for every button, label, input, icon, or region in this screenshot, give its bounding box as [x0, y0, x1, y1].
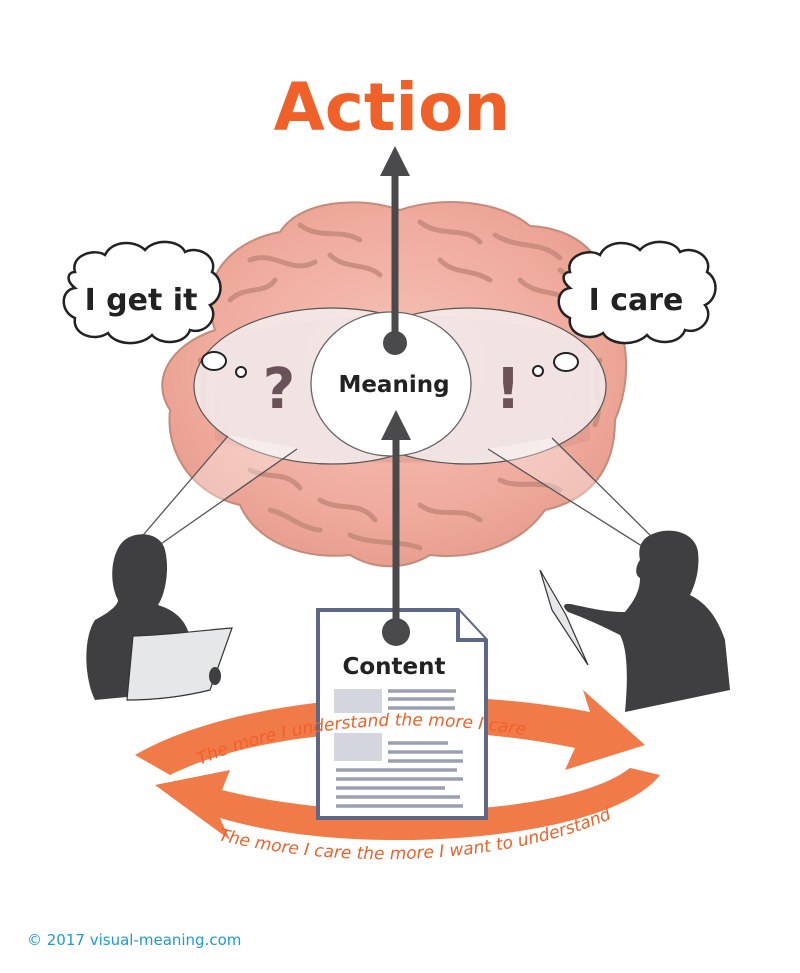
exclamation-mark-icon: ! [495, 357, 521, 422]
meaning-oval [310, 311, 472, 457]
thought-text-left: I get it [85, 283, 198, 318]
document-icon: Content [316, 605, 488, 820]
arrow-up-icon [380, 146, 410, 176]
thought-bubble-right: I care [532, 240, 717, 377]
tablet-icon [539, 569, 589, 666]
meaning-label: Meaning [338, 372, 449, 398]
arrow-up-icon [381, 410, 411, 440]
paper-icon [126, 627, 233, 701]
question-mark-icon: ? [263, 357, 295, 422]
title-action: Action [274, 69, 511, 146]
content-label: Content [342, 654, 445, 680]
right-beam [488, 438, 660, 548]
arrow-to-meaning [381, 410, 411, 625]
arrow-to-action [380, 146, 410, 355]
thought-bubble-left: I get it [62, 240, 247, 378]
person-silhouette-icon [564, 530, 730, 712]
left-beam [138, 435, 297, 547]
top-cycle-arrow [135, 690, 645, 775]
person-silhouette-left [86, 534, 233, 701]
thought-text-right: I care [589, 283, 684, 318]
person-silhouette-right [539, 530, 730, 712]
bottom-cycle-arrow [155, 768, 660, 841]
copyright-footer: © 2017 visual-meaning.com [27, 931, 242, 949]
cycle-arrows [135, 690, 660, 841]
